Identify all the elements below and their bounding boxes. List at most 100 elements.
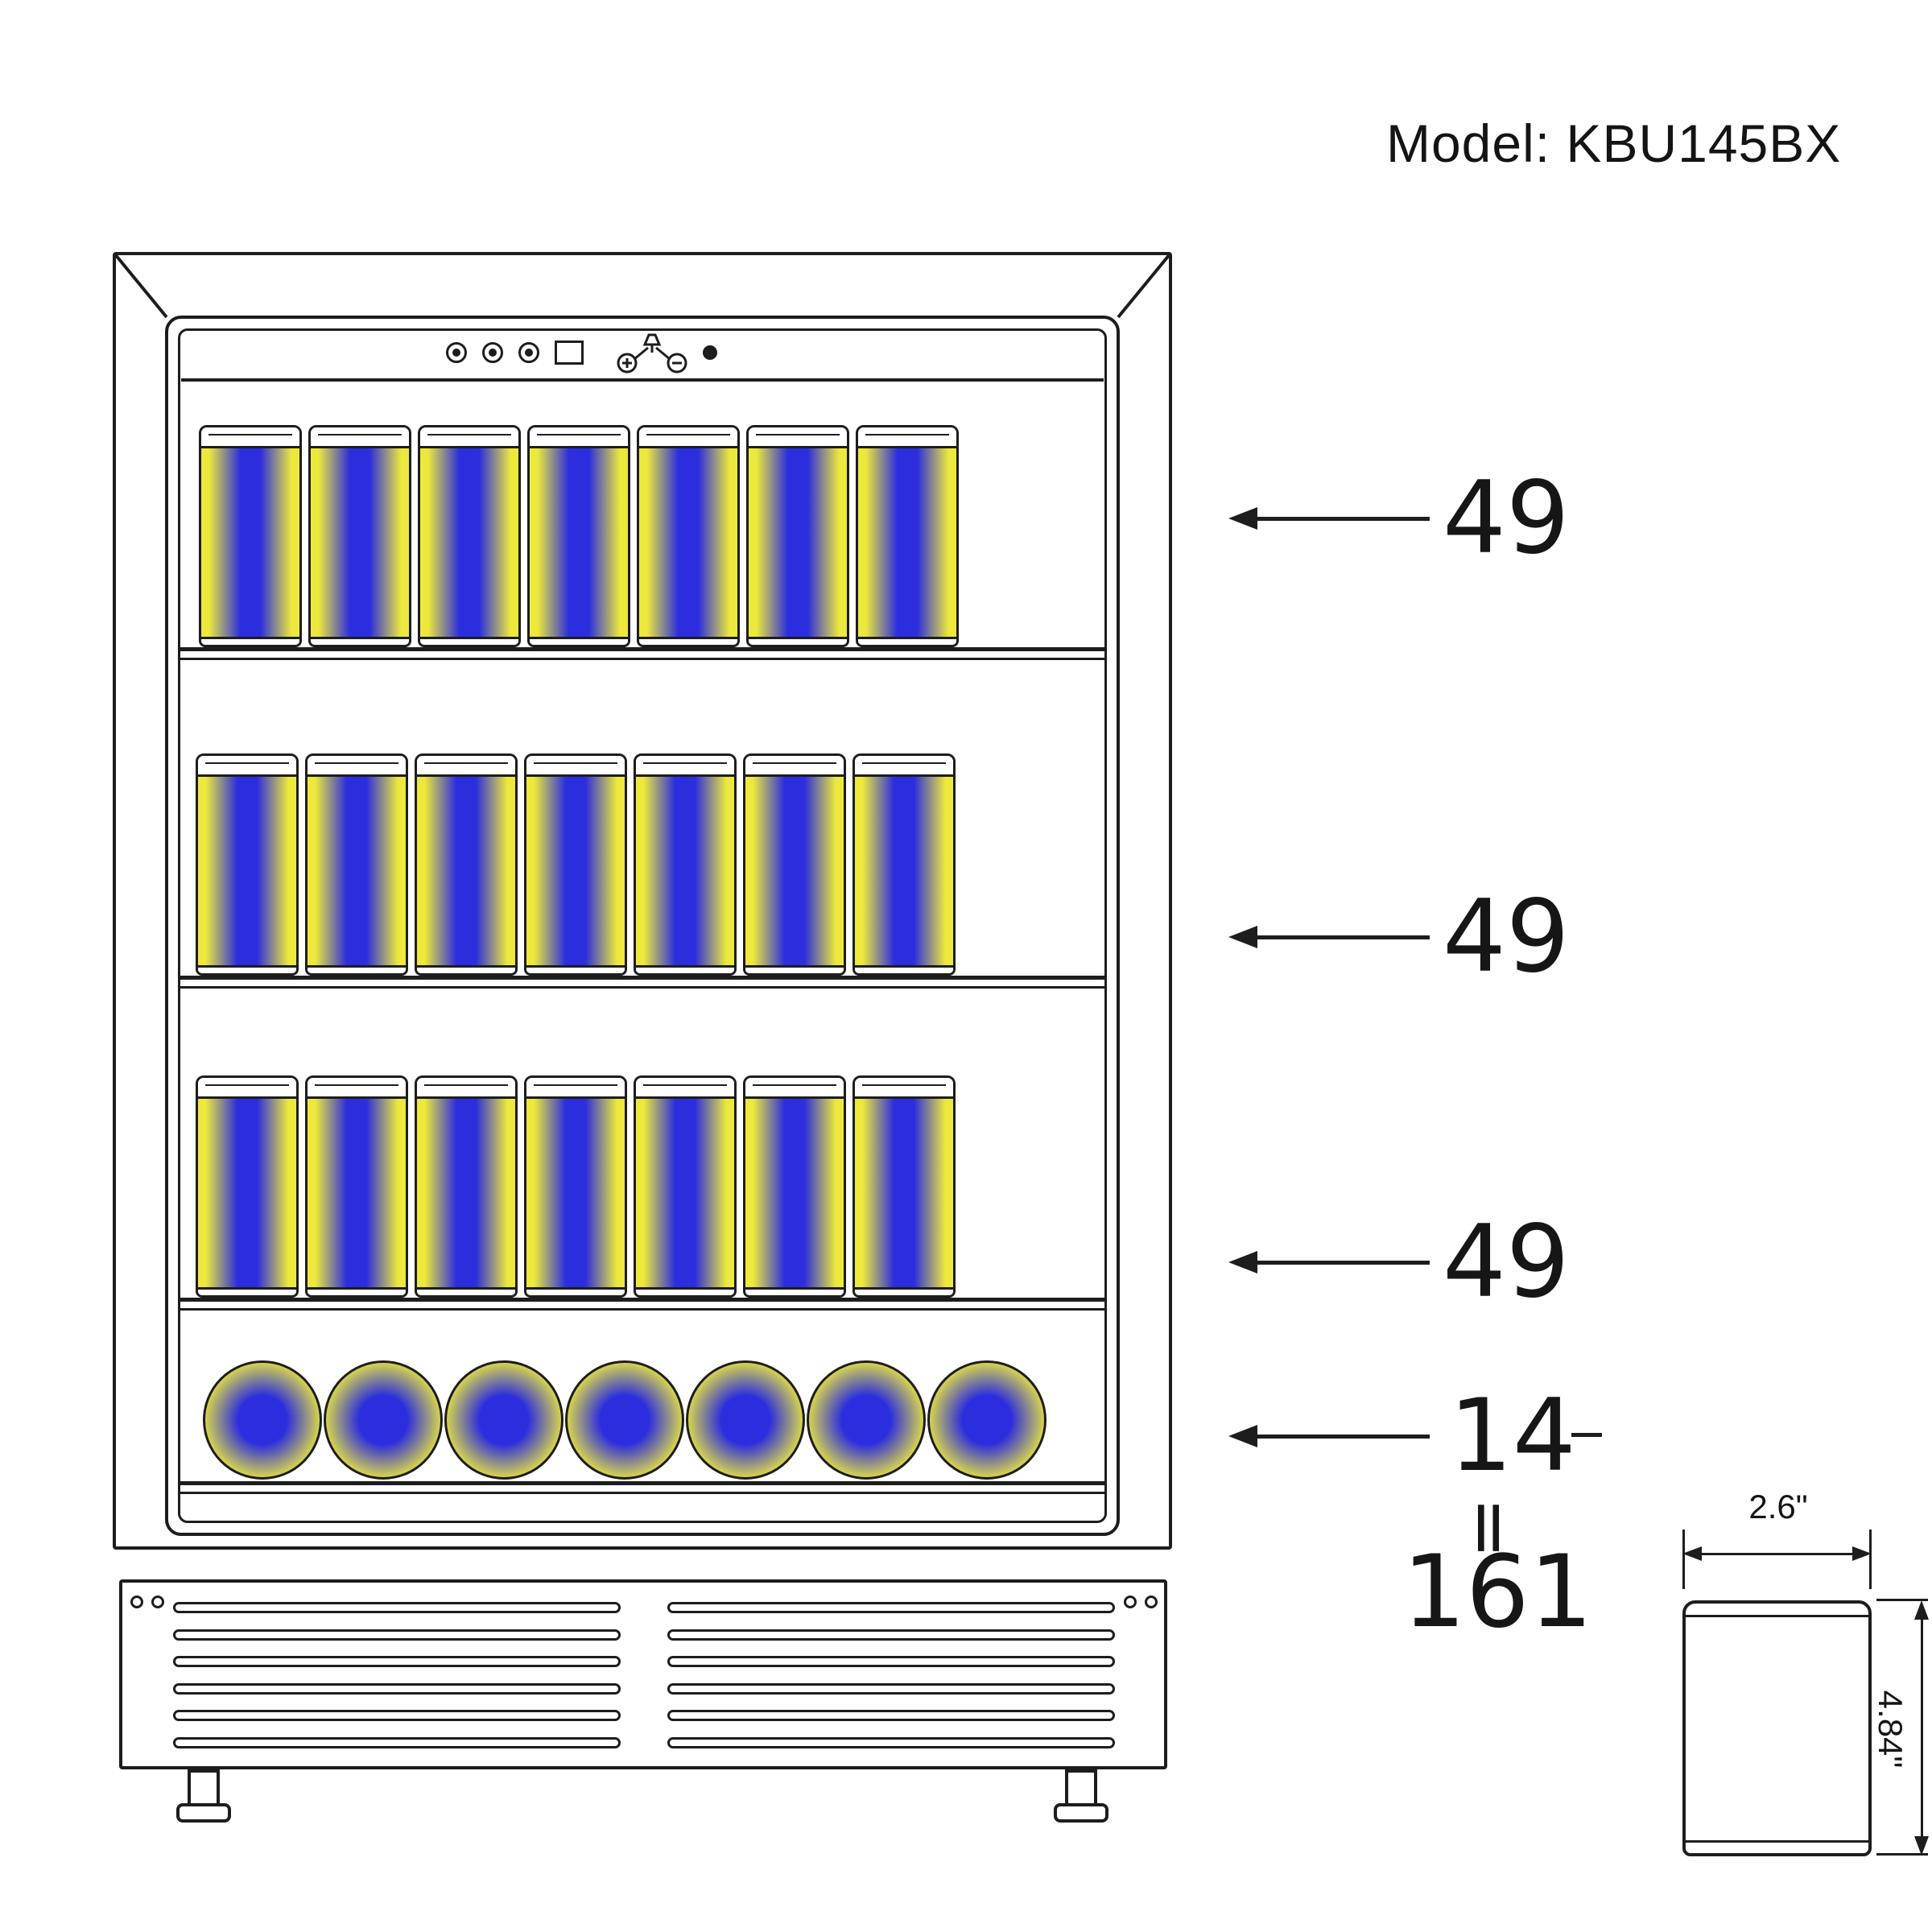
vent-slat xyxy=(667,1602,1115,1613)
shelf-2-edge xyxy=(180,986,1104,989)
can-body xyxy=(198,777,296,965)
can-bottom xyxy=(198,965,296,973)
can-lid xyxy=(417,756,515,777)
can-bottom xyxy=(636,1287,734,1295)
shelf-row-4 xyxy=(203,1360,1046,1480)
beverage-can-lying xyxy=(807,1360,926,1480)
can-outline-drawing xyxy=(1682,1600,1872,1856)
can-body xyxy=(858,448,956,637)
door-inner-frame xyxy=(178,328,1107,1523)
can-bottom xyxy=(526,965,625,973)
capacity-label-shelf-1: 49 xyxy=(1443,460,1570,576)
shelf-1 xyxy=(180,647,1104,651)
can-bottom xyxy=(311,637,409,645)
vent-slat xyxy=(667,1682,1115,1695)
beverage-can-upright xyxy=(418,425,521,647)
capacity-label-shelf-3: 49 xyxy=(1443,1204,1570,1320)
can-lid xyxy=(749,427,847,448)
can-bottom xyxy=(308,965,406,973)
shelf-row-2 xyxy=(196,753,956,976)
can-body xyxy=(526,777,625,965)
can-bottom xyxy=(745,1287,844,1295)
screw-icon xyxy=(1124,1596,1137,1608)
leveling-foot-right-base xyxy=(1054,1803,1108,1823)
can-bottom xyxy=(417,965,515,973)
can-bottom xyxy=(526,1287,625,1295)
beverage-can-upright xyxy=(746,425,849,647)
can-body xyxy=(749,448,847,637)
arrow-head-icon xyxy=(1914,1836,1929,1856)
can-body xyxy=(745,777,844,965)
can-bottom xyxy=(201,637,299,645)
can-bottom xyxy=(308,1287,406,1295)
capacity-arrow-shelf-4 xyxy=(1228,1424,1430,1448)
beverage-can-upright xyxy=(852,1075,956,1298)
vent-slat xyxy=(667,1710,1115,1722)
arrow-shaft xyxy=(1257,935,1430,939)
beverage-can-upright xyxy=(524,753,627,976)
beverage-can-upright xyxy=(634,753,737,976)
shelf-4 xyxy=(180,1481,1104,1485)
can-body xyxy=(855,1099,953,1287)
vent-slat xyxy=(667,1656,1115,1668)
can-lid xyxy=(526,1078,625,1099)
arrow-shaft xyxy=(1257,1434,1430,1439)
can-lid xyxy=(526,756,625,777)
unit-button-icon xyxy=(518,342,539,363)
can-lid xyxy=(636,1078,734,1099)
can-bottom xyxy=(198,1287,296,1295)
beverage-can-lying xyxy=(686,1360,805,1480)
arrow-head-icon xyxy=(1228,1425,1257,1447)
capacity-arrow-shelf-1 xyxy=(1228,506,1430,530)
beverage-can-upright xyxy=(524,1075,627,1298)
can-lid xyxy=(420,427,518,448)
beverage-can-lying xyxy=(444,1360,564,1480)
can-lid xyxy=(308,756,406,777)
beverage-can-lying xyxy=(565,1360,684,1480)
capacity-label-shelf-2: 49 xyxy=(1443,879,1570,995)
can-top-seam xyxy=(1686,1615,1868,1617)
vent-slat xyxy=(173,1710,621,1722)
beverage-can-upright xyxy=(637,425,740,647)
indicator-light-icon xyxy=(703,345,717,360)
control-panel xyxy=(181,328,1104,378)
can-lid xyxy=(417,1078,515,1099)
can-body xyxy=(636,777,734,965)
shelf-4-edge xyxy=(180,1492,1104,1494)
dimension-extension-line xyxy=(1876,1599,1928,1601)
vent-slat xyxy=(173,1602,621,1613)
can-lid xyxy=(308,1078,406,1099)
can-lid xyxy=(855,756,953,777)
light-button-icon xyxy=(482,342,503,363)
screw-icon xyxy=(1145,1596,1158,1608)
arrow-shaft xyxy=(1257,516,1430,521)
can-lid xyxy=(530,427,628,448)
shelf-3 xyxy=(180,1298,1104,1302)
screw-icon xyxy=(130,1596,143,1608)
can-body xyxy=(311,448,409,637)
can-bottom xyxy=(636,965,734,973)
beverage-can-upright xyxy=(527,425,630,647)
can-bottom-seam xyxy=(1686,1840,1868,1843)
power-button-icon xyxy=(446,342,467,363)
leveling-foot-left xyxy=(188,1769,220,1806)
beverage-can-upright xyxy=(415,753,518,976)
glass-door xyxy=(165,316,1120,1536)
dimension-extension-line xyxy=(1876,1853,1928,1856)
can-height-label: 4.84" xyxy=(1872,1690,1909,1769)
vent-slat xyxy=(667,1736,1115,1748)
arrow-head-icon xyxy=(1228,1251,1257,1274)
beverage-can-lying xyxy=(203,1360,322,1480)
can-bottom xyxy=(530,637,628,645)
beverage-can-lying xyxy=(324,1360,443,1480)
can-lid xyxy=(855,1078,953,1099)
beverage-can-upright xyxy=(199,425,302,647)
beverage-can-lying xyxy=(927,1360,1046,1480)
capacity-arrow-shelf-3 xyxy=(1228,1250,1430,1274)
vent-slat xyxy=(173,1656,621,1668)
can-lid xyxy=(311,427,409,448)
can-body xyxy=(417,1099,515,1287)
arrow-head-icon xyxy=(1852,1546,1872,1561)
shelf-3-edge xyxy=(180,1308,1104,1311)
